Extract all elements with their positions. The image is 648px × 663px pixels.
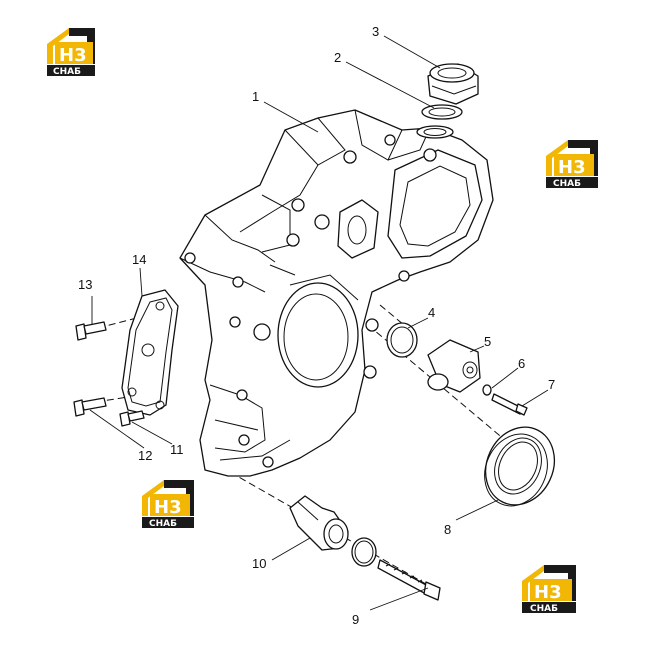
o-ring-4: [386, 322, 418, 358]
callout-labels: 1 2 3 4 5 6 7 8 9 10 11 12 13 14: [78, 24, 555, 627]
brand-logo-right: H3 CHAБ: [546, 140, 598, 189]
callout-4: 4: [428, 305, 435, 320]
washer-6: [482, 384, 492, 396]
callout-11: 11: [170, 442, 184, 457]
gear-housing: [179, 109, 494, 477]
callout-6: 6: [518, 356, 525, 371]
svg-text:CHAБ: CHAБ: [53, 67, 81, 77]
callout-12: 12: [138, 448, 152, 463]
svg-text:H3: H3: [59, 45, 87, 66]
long-bolt-9: [377, 559, 441, 601]
svg-text:H3: H3: [534, 582, 562, 603]
crankshaft-seal-8: [484, 426, 556, 507]
callout-5: 5: [484, 334, 491, 349]
callout-7: 7: [548, 377, 555, 392]
callout-2: 2: [334, 50, 341, 65]
callout-14: 14: [132, 252, 146, 267]
cap-gasket: [421, 104, 463, 120]
o-ring-10b: [351, 537, 377, 567]
callout-10: 10: [252, 556, 266, 571]
filler-cap: [427, 63, 479, 105]
bolt-13: [75, 321, 107, 341]
callout-8: 8: [444, 522, 451, 537]
bolt-11: [119, 410, 145, 427]
callout-1: 1: [252, 89, 259, 104]
screw-7: [491, 393, 528, 416]
svg-text:H3: H3: [558, 157, 586, 178]
brand-logo-top-left: H3 CHAБ: [47, 28, 95, 77]
svg-text:H3: H3: [154, 497, 182, 518]
callout-3: 3: [372, 24, 379, 39]
sleeve-10: [289, 495, 349, 551]
brand-logo-bottom-left: H3 CHAБ: [142, 480, 194, 529]
leader-lines: [89, 35, 549, 611]
callout-13: 13: [78, 277, 92, 292]
gasket-plate: [121, 289, 179, 416]
sensor-housing-5: [427, 339, 481, 393]
brand-logo-bottom-right: H3 CHAБ: [522, 565, 576, 614]
bolt-12: [73, 397, 107, 417]
filler-neck-on-housing: [416, 125, 454, 139]
svg-text:CHAБ: CHAБ: [530, 604, 558, 614]
callout-9: 9: [352, 612, 359, 627]
svg-text:CHAБ: CHAБ: [149, 519, 177, 529]
svg-text:CHAБ: CHAБ: [553, 179, 581, 189]
